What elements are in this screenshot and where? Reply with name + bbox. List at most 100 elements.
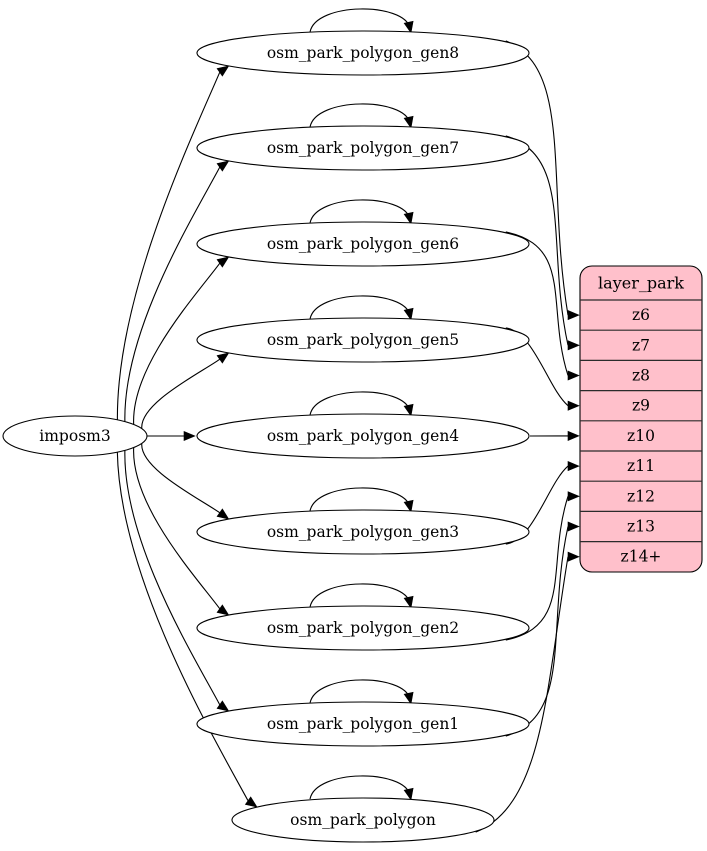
node-label-gen4: osm_park_polygon_gen4	[267, 427, 459, 445]
edge-imposm3-to-gen6	[133, 262, 221, 426]
edge-base-to-z14+	[475, 556, 569, 833]
table-header-label: layer_park	[598, 274, 684, 293]
arrowhead-gen3-to-z11	[567, 461, 580, 472]
edge-imposm3-to-gen5	[141, 358, 221, 430]
layer-park-table: layer_park z6 z7 z8 z9 z10 z11 z12 z13 z14+	[579, 265, 703, 573]
node-ellipse-gen4	[196, 413, 530, 459]
edge-imposm3-to-gen1	[124, 449, 221, 705]
node-ellipse-imposm3	[2, 415, 148, 457]
arrowhead-imposm3-to-gen4	[183, 430, 196, 442]
node-gen8[interactable]: osm_park_polygon_gen8	[196, 30, 530, 76]
arrowhead-self-loop-gen1	[403, 691, 414, 705]
node-label-gen1: osm_park_polygon_gen1	[267, 715, 459, 733]
node-label-gen8: osm_park_polygon_gen8	[267, 44, 459, 62]
self-loop-gen7	[309, 103, 411, 128]
arrowhead-imposm3-to-base	[244, 796, 258, 808]
node-label-gen2: osm_park_polygon_gen2	[267, 619, 459, 637]
self-loop-gen1	[309, 679, 411, 704]
node-gen1[interactable]: osm_park_polygon_gen1	[196, 701, 530, 747]
node-ellipse-gen3	[196, 509, 530, 555]
node-label-base: osm_park_polygon	[290, 811, 436, 829]
table-row-label: z13	[627, 518, 655, 536]
table-row-label: z7	[632, 336, 650, 354]
arrowhead-gen2-to-z12	[567, 491, 580, 502]
table-row-label: z10	[627, 427, 655, 445]
self-loop-gen4	[309, 391, 411, 416]
table-row-label: z9	[632, 397, 650, 415]
table-row[interactable]: z6	[632, 306, 650, 324]
node-ellipse-gen5	[196, 317, 530, 363]
arrowhead-self-loop-base	[403, 787, 414, 801]
arrowhead-imposm3-to-gen7	[216, 160, 230, 172]
nodes-layer: osm_park_polygon_gen8 osm_park_polygon_ge…	[196, 30, 530, 843]
node-ellipse-gen6	[196, 221, 530, 267]
node-label-gen7: osm_park_polygon_gen7	[267, 139, 459, 157]
self-loop-gen8	[309, 8, 411, 33]
node-label-gen3: osm_park_polygon_gen3	[267, 523, 459, 541]
node-base[interactable]: osm_park_polygon	[231, 797, 495, 843]
self-loop-gen5	[309, 295, 411, 320]
table-row[interactable]: z9	[580, 390, 702, 415]
arrowhead-gen8-to-z6	[567, 310, 580, 321]
table-row-label: z8	[632, 367, 650, 385]
arrowhead-self-loop-gen5	[403, 307, 414, 321]
edge-imposm3-to-gen8	[116, 72, 221, 421]
table-row-label: z12	[627, 487, 655, 505]
arrowhead-imposm3-to-gen6	[216, 256, 230, 268]
self-loop-gen2	[309, 583, 411, 608]
node-imposm3[interactable]: imposm3	[2, 415, 148, 457]
table-outline	[579, 265, 703, 573]
arrowhead-gen5-to-z9	[567, 400, 580, 411]
edge-imposm3-to-base	[116, 451, 249, 801]
arrowhead-self-loop-gen6	[403, 211, 414, 225]
arrowhead-self-loop-gen3	[403, 499, 414, 513]
arrowhead-base-to-z14+	[567, 551, 580, 562]
arrowhead-gen4-to-z10	[567, 430, 580, 441]
arrowhead-imposm3-to-gen5	[216, 352, 230, 364]
arrowhead-gen7-to-z7	[567, 340, 580, 351]
node-ellipse-gen8	[196, 30, 530, 76]
table-row-label: z11	[627, 457, 655, 475]
table-row[interactable]: z11	[580, 450, 702, 475]
edge-imposm3-to-gen3	[141, 442, 221, 514]
node-gen6[interactable]: osm_park_polygon_gen6	[196, 221, 530, 267]
table-row[interactable]: z12	[580, 480, 702, 505]
self-loop-gen3	[309, 487, 411, 512]
edge-imposm3-to-gen2	[133, 446, 221, 610]
arrowhead-self-loop-gen2	[403, 595, 414, 609]
node-label-gen6: osm_park_polygon_gen6	[267, 235, 459, 253]
edges-layer	[116, 8, 580, 833]
arrowhead-self-loop-gen8	[403, 20, 414, 34]
edge-gen6-to-z8	[505, 231, 569, 376]
node-gen7[interactable]: osm_park_polygon_gen7	[196, 125, 530, 171]
table-row[interactable]: z13	[580, 510, 702, 536]
self-loop-base	[309, 775, 411, 800]
arrowhead-gen1-to-z13	[567, 521, 580, 532]
edge-imposm3-to-gen7	[124, 167, 221, 423]
node-label-imposm3: imposm3	[39, 427, 110, 445]
arrowhead-imposm3-to-gen2	[216, 604, 230, 616]
table-row-label: z14+	[621, 548, 662, 566]
table-row[interactable]: z10	[580, 420, 702, 445]
table-row-label: z6	[632, 306, 650, 324]
node-gen3[interactable]: osm_park_polygon_gen3	[196, 509, 530, 555]
arrowhead-imposm3-to-gen1	[216, 700, 230, 712]
self-loop-gen6	[309, 199, 411, 224]
node-ellipse-gen7	[196, 125, 530, 171]
arrowhead-self-loop-gen4	[403, 403, 414, 417]
arrowhead-imposm3-to-gen3	[216, 508, 230, 520]
node-ellipse-gen2	[196, 605, 530, 651]
node-gen5[interactable]: osm_park_polygon_gen5	[196, 317, 530, 363]
table-row[interactable]: z14+	[580, 540, 702, 566]
arrowhead-imposm3-to-gen8	[216, 65, 230, 77]
node-ellipse-gen1	[196, 701, 530, 747]
table-row[interactable]: z8	[580, 359, 702, 385]
table-row[interactable]: z7	[580, 329, 702, 354]
node-gen4[interactable]: osm_park_polygon_gen4	[196, 413, 530, 459]
node-ellipse-base	[231, 797, 495, 843]
node-gen2[interactable]: osm_park_polygon_gen2	[196, 605, 530, 651]
node-label-gen5: osm_park_polygon_gen5	[267, 331, 459, 349]
edge-gen2-to-z12	[505, 496, 569, 641]
